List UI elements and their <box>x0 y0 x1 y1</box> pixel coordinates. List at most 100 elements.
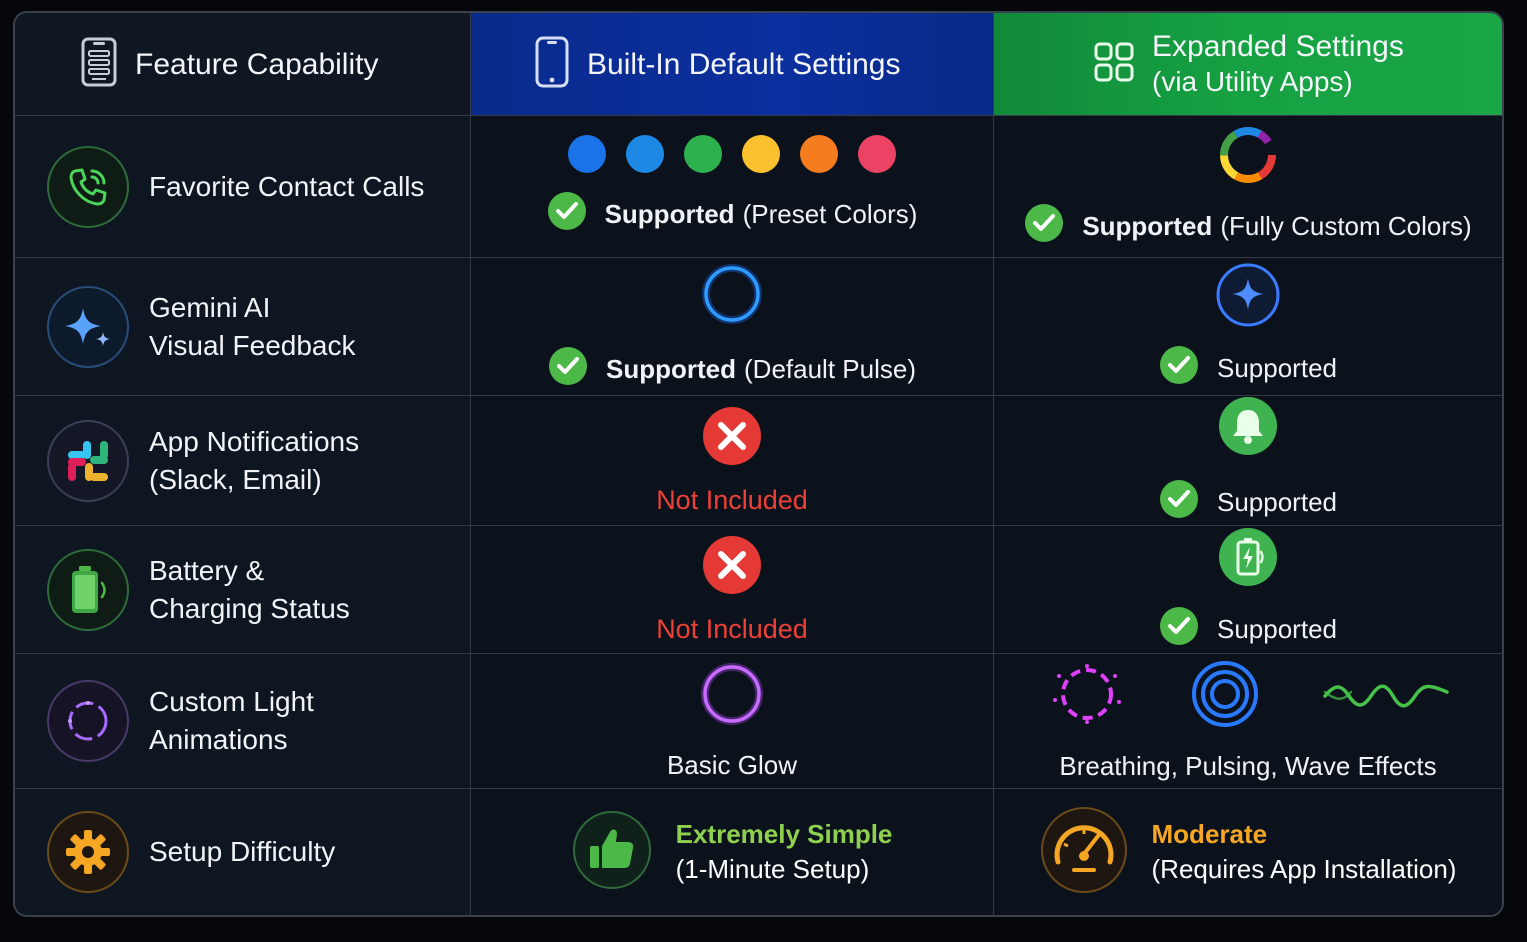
thumbs-up-icon <box>572 810 652 895</box>
expanded-battery-charging: Supported <box>994 526 1502 654</box>
header-title-line1: Expanded Settings <box>1152 30 1404 63</box>
feature-setup-difficulty: Setup Difficulty <box>15 789 471 915</box>
check-icon <box>1159 606 1199 653</box>
header-title-line2: (via Utility Apps) <box>1152 66 1353 97</box>
status-text: Breathing, Pulsing, Wave Effects <box>1059 751 1437 781</box>
feature-favorite-contact-calls: Favorite Contact Calls <box>15 116 471 258</box>
feature-label-line: Visual Feedback <box>149 329 356 361</box>
feature-label-line: Custom Light <box>149 686 314 717</box>
builtin-favorite-contact-calls: Supported (Preset Colors) <box>471 116 994 258</box>
feature-label-line: Favorite Contact Calls <box>149 170 425 202</box>
feature-label-line: Animations <box>149 724 288 755</box>
feature-label-line: Charging Status <box>149 592 350 624</box>
feature-label-line: Setup Difficulty <box>149 836 336 867</box>
phone-call-icon <box>47 145 129 228</box>
color-dot-sky <box>626 135 664 173</box>
app-grid-icon <box>1094 42 1134 87</box>
expanded-favorite-contact-calls: Supported (Fully Custom Colors) <box>994 116 1502 258</box>
setup-text: Extremely Simple (1-Minute Setup) <box>676 817 893 887</box>
status-detail: (Preset Colors) <box>742 199 918 229</box>
builtin-battery-charging: Not Included <box>471 526 994 654</box>
status-detail: (Default Pulse) <box>744 353 916 384</box>
feature-battery-charging: Battery & Charging Status <box>15 526 471 654</box>
status-supported: Supported (Default Pulse) <box>548 346 916 393</box>
status-supported: Supported (Preset Colors) <box>547 191 918 238</box>
smartphone-icon <box>535 36 569 93</box>
feature-custom-light-animations: Custom Light Animations <box>15 654 471 789</box>
status-supported: Supported <box>1159 345 1337 392</box>
sparkle-ring-icon <box>1215 262 1281 333</box>
glow-ring-icon <box>699 661 765 732</box>
expanded-app-notifications: Supported <box>994 396 1502 526</box>
color-dot-yellow <box>742 135 780 173</box>
slack-logo-icon <box>47 419 129 502</box>
feature-label-line: Battery & <box>149 554 265 586</box>
check-icon <box>1159 479 1199 526</box>
setup-level: Extremely Simple <box>675 819 893 849</box>
feature-app-notifications: App Notifications (Slack, Email) <box>15 396 471 526</box>
gear-icon <box>47 811 129 893</box>
color-dot-blue <box>568 135 606 173</box>
header-feature-capability: Feature Capability <box>15 13 471 116</box>
feature-label: Custom Light Animations <box>149 683 314 759</box>
builtin-gemini-ai: Supported (Default Pulse) <box>471 258 994 396</box>
phone-checklist-icon <box>81 37 117 92</box>
header-title: Built-In Default Settings <box>587 47 901 81</box>
charging-battery-icon <box>1218 527 1278 592</box>
status-not-included: Not Included <box>656 484 808 515</box>
check-icon <box>548 346 588 393</box>
status-supported: Supported <box>1159 606 1337 653</box>
status-not-included: Not Included <box>656 613 808 644</box>
status-text: Supported <box>606 353 737 384</box>
expanded-gemini-ai: Supported <box>994 258 1502 396</box>
setup-level: Moderate <box>1151 819 1268 849</box>
header-title: Expanded Settings (via Utility Apps) <box>1152 29 1404 99</box>
animation-ring-icon <box>47 680 129 762</box>
status-text: Supported <box>1217 486 1337 517</box>
animation-effects <box>1047 660 1449 733</box>
pulse-ring-icon <box>699 261 765 332</box>
feature-label-line: App Notifications <box>149 425 360 457</box>
feature-label-line: (Slack, Email) <box>149 463 322 495</box>
setup-detail: (1-Minute Setup) <box>675 854 870 884</box>
x-circle-icon <box>702 406 762 471</box>
setup-text: Moderate (Requires App Installation) <box>1152 817 1457 887</box>
x-circle-icon <box>702 535 762 600</box>
feature-label: Gemini AI Visual Feedback <box>149 289 356 365</box>
comparison-table: Feature Capability Built-In Default Sett… <box>13 11 1504 917</box>
header-expanded: Expanded Settings (via Utility Apps) <box>994 13 1502 116</box>
status-text: Supported <box>1217 613 1337 644</box>
speedometer-icon <box>1040 806 1128 899</box>
sparkle-icon <box>47 285 129 368</box>
feature-gemini-ai: Gemini AI Visual Feedback <box>15 258 471 396</box>
breathing-effect-icon <box>1047 662 1127 731</box>
check-icon <box>547 191 587 238</box>
status-supported: Supported (Fully Custom Colors) <box>1024 203 1472 250</box>
builtin-setup-difficulty: Extremely Simple (1-Minute Setup) <box>471 789 994 915</box>
status-text: Supported <box>604 199 735 229</box>
status-detail: (Fully Custom Colors) <box>1220 210 1472 241</box>
status-text: Supported <box>1082 210 1213 241</box>
battery-icon <box>47 548 129 631</box>
status-supported: Supported <box>1159 479 1337 526</box>
check-icon <box>1159 345 1199 392</box>
setup-detail: (Requires App Installation) <box>1151 854 1457 884</box>
feature-label: Setup Difficulty <box>149 833 335 871</box>
expanded-setup-difficulty: Moderate (Requires App Installation) <box>994 789 1502 915</box>
builtin-app-notifications: Not Included <box>471 396 994 526</box>
color-dot-orange <box>800 135 838 173</box>
header-built-in: Built-In Default Settings <box>471 13 994 116</box>
color-dot-green <box>684 135 722 173</box>
pulsing-effect-icon <box>1191 660 1259 733</box>
color-dot-pink <box>858 135 896 173</box>
bell-icon <box>1218 396 1278 461</box>
feature-label: Favorite Contact Calls <box>149 168 424 206</box>
check-icon <box>1024 203 1064 250</box>
status-text: Supported <box>1217 352 1337 383</box>
color-wheel-icon <box>1217 124 1279 191</box>
builtin-custom-light-animations: Basic Glow <box>471 654 994 789</box>
header-title: Feature Capability <box>135 47 379 81</box>
feature-label: Battery & Charging Status <box>149 552 350 628</box>
wave-effect-icon <box>1323 674 1449 719</box>
preset-color-dots <box>568 135 896 173</box>
